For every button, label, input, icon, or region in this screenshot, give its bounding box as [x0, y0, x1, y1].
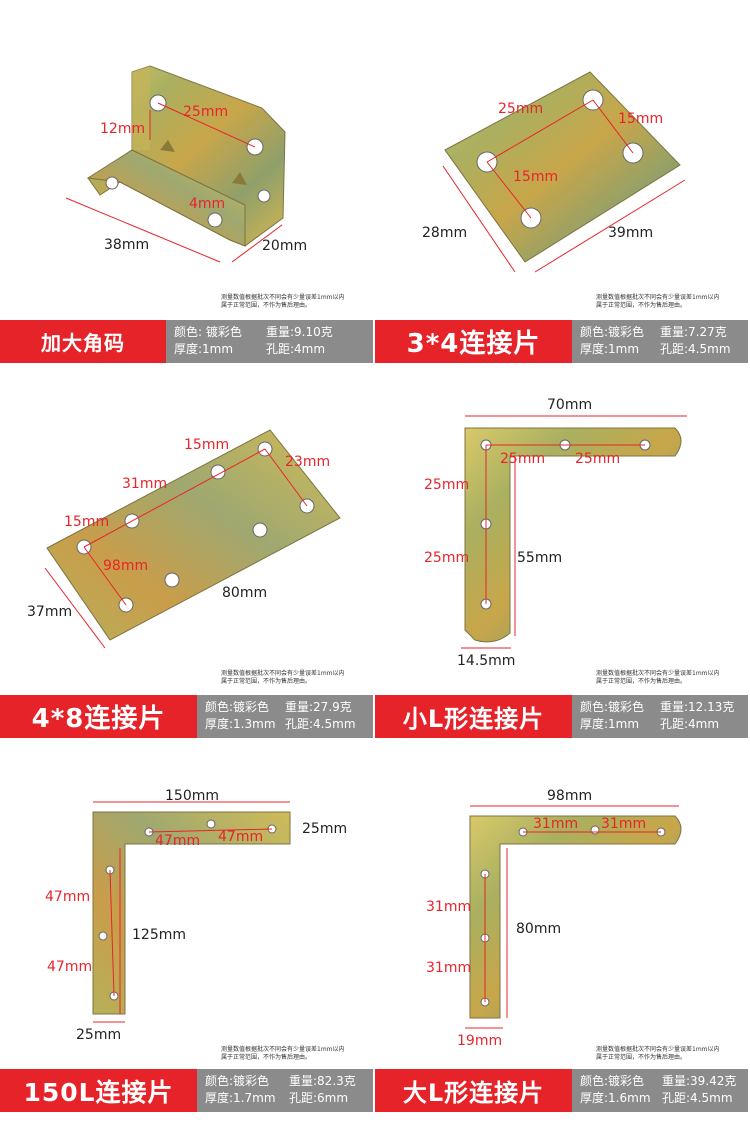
corner-bracket-photo [65, 65, 286, 263]
measurement-note: 测量数值根据批次不同会有少量误差1mm以内属于正常范围，不作为售后理由。 [596, 1046, 720, 1061]
dim-label: 25mm [498, 101, 544, 117]
dim-label: 12mm [100, 121, 146, 137]
dim-label: 38mm [104, 237, 150, 253]
product-panel-6: 98mm 31mm 31mm 31mm 80mm 31mm 19mm 测量数值根… [375, 756, 750, 1134]
dim-label: 14.5mm [457, 653, 516, 669]
dim-label: 25mm [500, 451, 546, 467]
dim-label: 4mm [189, 196, 226, 212]
dim-label: 98mm [547, 788, 593, 804]
dim-label: 125mm [132, 927, 186, 943]
dim-label: 150mm [165, 788, 219, 804]
flat-plate-3x4-photo [442, 71, 686, 273]
dim-label: 15mm [513, 169, 559, 185]
measurement-note: 测量数值根据批次不同会有少量误差1mm以内属于正常范围，不作为售后理由。 [221, 1046, 345, 1061]
dim-label: 25mm [575, 451, 621, 467]
dim-label: 31mm [426, 899, 472, 915]
dim-label: 80mm [516, 921, 562, 937]
dim-label: 15mm [184, 437, 230, 453]
product-name: 大L形连接片 [375, 1069, 572, 1112]
product-name: 150L连接片 [0, 1069, 197, 1112]
dim-label: 25mm [424, 550, 470, 566]
dim-label: 28mm [422, 225, 468, 241]
dim-label: 19mm [457, 1033, 503, 1049]
dim-label: 37mm [27, 604, 73, 620]
dim-label: 55mm [517, 550, 563, 566]
measurement-note: 测量数值根据批次不同会有少量误差1mm以内属于正常范围，不作为售后理由。 [221, 670, 345, 685]
dim-label: 25mm [302, 821, 348, 837]
dim-label: 31mm [533, 816, 579, 832]
product-name: 小L形连接片 [375, 695, 572, 738]
measurement-note: 测量数值根据批次不同会有少量误差1mm以内属于正常范围，不作为售后理由。 [596, 670, 720, 685]
product-panel-1: 12mm 25mm 4mm 38mm 20mm 测量数值根据批次不同会有少量误差… [0, 0, 375, 378]
dim-label: 31mm [426, 960, 472, 976]
l-bracket-150-photo [92, 801, 291, 1023]
dim-label: 25mm [183, 104, 229, 120]
product-panel-5: 150mm 47mm 47mm 25mm 47mm 125mm 47mm 25m… [0, 756, 375, 1134]
dim-label: 15mm [64, 514, 110, 530]
product-panel-2: 25mm 15mm 15mm 28mm 39mm 测量数值根据批次不同会有少量误… [375, 0, 750, 378]
dim-label: 47mm [218, 829, 264, 845]
dim-label: 31mm [601, 816, 647, 832]
dim-label: 70mm [547, 397, 593, 413]
dim-label: 15mm [618, 111, 664, 127]
small-l-bracket-photo [461, 415, 687, 649]
dim-label: 39mm [608, 225, 654, 241]
dim-label: 98mm [103, 558, 149, 574]
product-name: 加大角码 [0, 320, 166, 363]
product-name: 4*8连接片 [0, 695, 197, 738]
dim-label: 47mm [47, 959, 93, 975]
dim-label: 47mm [155, 833, 201, 849]
product-name: 3*4连接片 [375, 320, 572, 363]
dim-label: 47mm [45, 889, 91, 905]
dim-label: 80mm [222, 585, 268, 601]
large-l-bracket-photo [465, 805, 682, 1029]
measurement-note: 测量数值根据批次不同会有少量误差1mm以内属于正常范围，不作为售后理由。 [221, 294, 345, 309]
dim-label: 23mm [285, 454, 331, 470]
dim-label: 20mm [262, 238, 308, 254]
dim-label: 25mm [424, 477, 470, 493]
product-panel-3: 15mm 23mm 31mm 15mm 98mm 80mm 37mm 测量数值根… [0, 378, 375, 756]
dim-label: 25mm [76, 1027, 122, 1043]
flat-plate-4x8-photo [44, 429, 341, 649]
measurement-note: 测量数值根据批次不同会有少量误差1mm以内属于正常范围，不作为售后理由。 [596, 294, 720, 309]
dim-label: 31mm [122, 476, 168, 492]
product-panel-4: 70mm 25mm 25mm 25mm 25mm 55mm 14.5mm 测量数… [375, 378, 750, 756]
